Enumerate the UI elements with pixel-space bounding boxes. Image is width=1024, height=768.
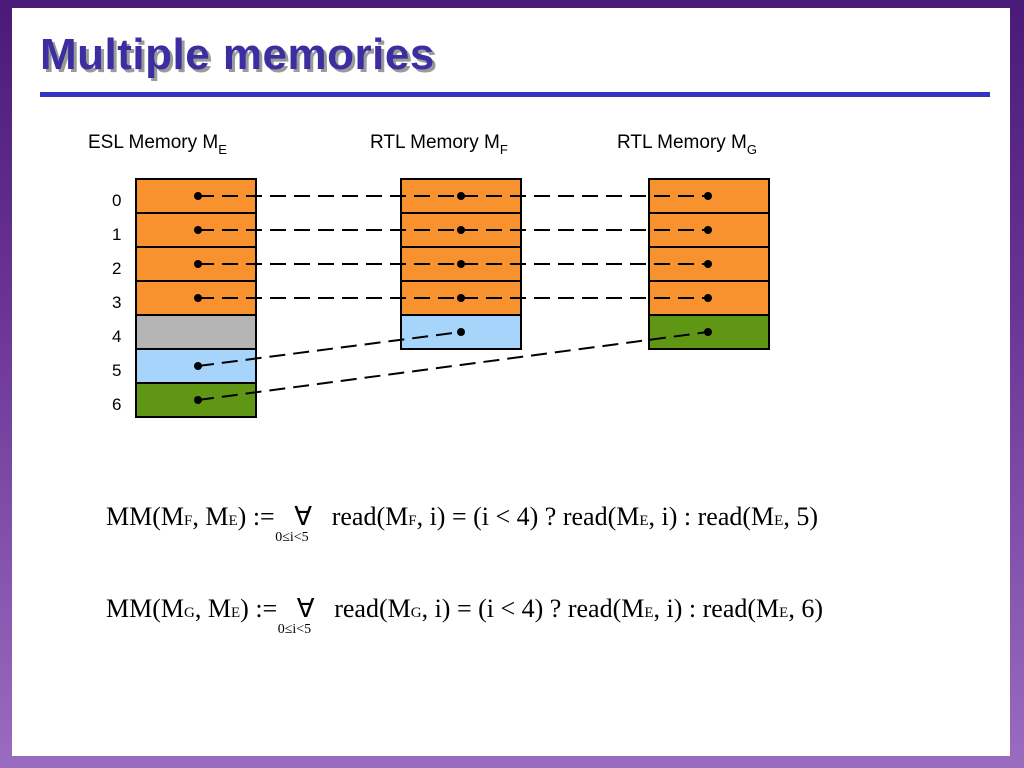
row-index-4: 4 bbox=[112, 327, 121, 346]
forall-quantifier: ∀0≤i<5 bbox=[277, 594, 315, 637]
header-rtl-memory-f: RTL Memory MF bbox=[370, 132, 508, 157]
forall-quantifier: ∀0≤i<5 bbox=[275, 502, 313, 545]
dot-g-0 bbox=[704, 192, 712, 200]
dot-esl-5 bbox=[194, 362, 202, 370]
header-esl-memory: ESL Memory ME bbox=[88, 132, 227, 157]
header-rtl-memory-g: RTL Memory MG bbox=[617, 132, 757, 157]
formula-mm-g-e: MM(MG, ME) := ∀0≤i<5 read(MG, i) = (i < … bbox=[106, 594, 824, 637]
mapping-lines bbox=[197, 195, 709, 401]
mapping-dots bbox=[194, 192, 712, 404]
title-rule bbox=[40, 92, 990, 97]
dot-esl-6 bbox=[194, 396, 202, 404]
dot-g-2 bbox=[704, 260, 712, 268]
dot-f-3 bbox=[457, 294, 465, 302]
row-index-3: 3 bbox=[112, 293, 121, 312]
dot-f-1 bbox=[457, 226, 465, 234]
dot-f-2 bbox=[457, 260, 465, 268]
dot-g-3 bbox=[704, 294, 712, 302]
mapping-line-esl6-to-g4 bbox=[197, 331, 709, 401]
dot-g-4 bbox=[704, 328, 712, 336]
slide-title: Multiple memories bbox=[40, 30, 435, 79]
dot-esl-1 bbox=[194, 226, 202, 234]
row-index-2: 2 bbox=[112, 259, 121, 278]
formula-mm-f-e: MM(MF, ME) := ∀0≤i<5 read(MF, i) = (i < … bbox=[106, 502, 819, 545]
dot-esl-2 bbox=[194, 260, 202, 268]
row-index-1: 1 bbox=[112, 225, 121, 244]
dot-esl-3 bbox=[194, 294, 202, 302]
dot-f-0 bbox=[457, 192, 465, 200]
dot-f-4 bbox=[457, 328, 465, 336]
quantifier-range: 0≤i<5 bbox=[277, 622, 312, 637]
row-index-5: 5 bbox=[112, 361, 121, 380]
dot-g-1 bbox=[704, 226, 712, 234]
quantifier-range: 0≤i<5 bbox=[275, 530, 309, 545]
mapping-line-esl5-to-f4 bbox=[197, 331, 462, 367]
row-index-6: 6 bbox=[112, 395, 121, 414]
row-index-0: 0 bbox=[112, 191, 121, 210]
dot-esl-0 bbox=[194, 192, 202, 200]
esl-cell-4 bbox=[135, 314, 257, 350]
